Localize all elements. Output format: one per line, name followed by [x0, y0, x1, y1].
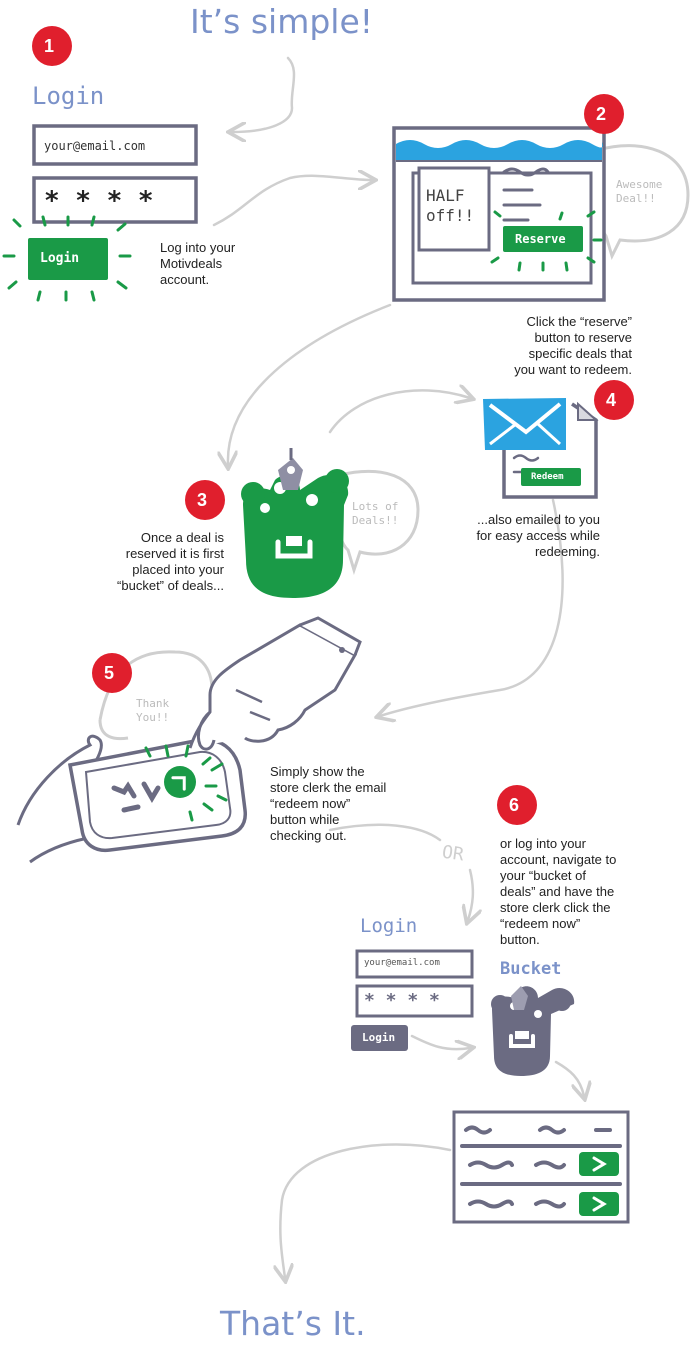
bubble-line: Thank	[136, 697, 170, 710]
caption-line: button.	[500, 932, 540, 947]
step6-or-label: OR	[440, 841, 466, 866]
caption-line: ...also emailed to you	[477, 512, 600, 527]
bubble-line: Awesome	[616, 178, 663, 191]
step1-email-field-text: your@email.com	[44, 139, 146, 153]
bubble-line: You!!	[136, 711, 170, 724]
caption-line: store clerk the email	[270, 780, 387, 795]
caption-line: or log into your	[500, 836, 586, 851]
caption-line: reserved it is first	[125, 546, 224, 561]
badge-1-number: 1	[44, 36, 55, 56]
step1-login-heading: Login	[32, 82, 105, 110]
caption-line: “bucket” of deals...	[117, 578, 224, 593]
caption-line: Once a deal is	[140, 530, 224, 545]
caption-line: placed into your	[132, 562, 224, 577]
badge-6	[497, 785, 537, 825]
step1-glow-lines	[2, 215, 132, 302]
step6-password-mask: * * * *	[364, 990, 440, 1011]
badge-2-number: 2	[596, 104, 607, 124]
step2-deal-window	[392, 126, 690, 302]
caption-line: deals” and have the	[500, 884, 615, 899]
step1-login-button	[28, 238, 108, 280]
bubble-line: Lots of	[352, 500, 399, 513]
badge-5-number: 5	[104, 663, 115, 683]
step2-half-off-text: HALF off!!	[426, 186, 474, 226]
step6-illustration	[351, 949, 630, 1224]
caption-line: checking out.	[270, 828, 347, 843]
step-number-badges	[32, 26, 634, 825]
caption-line: “redeem now”	[500, 916, 581, 931]
badge-2	[584, 94, 624, 134]
badge-6-number: 6	[509, 795, 520, 815]
caption-line: store clerk click the	[500, 900, 611, 915]
page-title: It’s simple!	[190, 2, 373, 41]
step1-caption: Log into your Motivdeals account.	[160, 240, 235, 288]
caption-line: Log into your	[160, 240, 236, 255]
card-text-line: HALF	[426, 186, 465, 205]
step2-bubble-text: Awesome Deal!!	[616, 178, 662, 206]
step6-login-heading: Login	[360, 915, 418, 937]
step6-caption: or log into your account, navigate to yo…	[500, 836, 616, 948]
step4-redeem-button-label: Redeem	[531, 472, 564, 482]
step4-redeem-button	[521, 468, 581, 486]
badge-1	[32, 26, 72, 66]
caption-line: Motivdeals	[160, 256, 223, 271]
step6-redeem-arrow-button-1	[579, 1152, 619, 1176]
caption-line: account.	[160, 272, 210, 287]
step4-caption: ...also emailed to you for easy access w…	[440, 512, 600, 560]
caption-line: Click the “reserve”	[526, 314, 632, 329]
caption-line: for easy access while	[476, 528, 600, 543]
step6-login-button	[351, 1025, 408, 1051]
caption-line: your “bucket of	[500, 868, 586, 883]
step2-reserve-button-label: Reserve	[515, 232, 566, 246]
caption-line: button while	[270, 812, 340, 827]
step2-reserve-button	[503, 226, 583, 252]
step3-bubble-text: Lots of Deals!!	[352, 500, 398, 528]
badge-3	[185, 480, 225, 520]
card-text-line: off!!	[426, 206, 475, 225]
badge-4-number: 4	[606, 390, 617, 410]
step6-redeem-arrow-button-2	[579, 1192, 619, 1216]
bubble-line: Deals!!	[352, 514, 399, 527]
step6-email-field-text: your@email.com	[364, 958, 440, 968]
step1-password-mask: * * * *	[44, 186, 154, 216]
step4-email-illustration	[483, 398, 599, 499]
caption-line: redeeming.	[534, 544, 600, 559]
bubble-line: Deal!!	[616, 192, 656, 205]
step5-phone-illustration	[16, 616, 362, 864]
step3-caption: Once a deal is reserved it is first plac…	[100, 530, 224, 594]
step1-login-button-label: Login	[40, 251, 80, 266]
caption-line: you want to redeem.	[514, 362, 632, 377]
step5-caption: Simply show the store clerk the email “r…	[270, 764, 386, 844]
step6-login-button-label: Login	[362, 1031, 396, 1044]
step6-bucket-label: Bucket	[500, 959, 562, 979]
caption-line: account, navigate to	[500, 852, 617, 867]
step1-login-illustration	[2, 124, 198, 302]
badge-4	[594, 380, 634, 420]
step3-bucket-illustration	[241, 448, 420, 598]
badge-3-number: 3	[197, 490, 208, 510]
step2-caption: Click the “reserve” button to reserve sp…	[440, 314, 632, 378]
footer-title: That’s It.	[220, 1304, 366, 1343]
caption-line: button to reserve	[534, 330, 632, 345]
step5-bubble-text: Thank You!!	[136, 697, 169, 725]
caption-line: Simply show the	[270, 764, 365, 779]
caption-line: “redeem now”	[270, 796, 351, 811]
connector-arrows	[212, 56, 584, 1278]
badge-5	[92, 653, 132, 693]
caption-line: specific deals that	[528, 346, 632, 361]
